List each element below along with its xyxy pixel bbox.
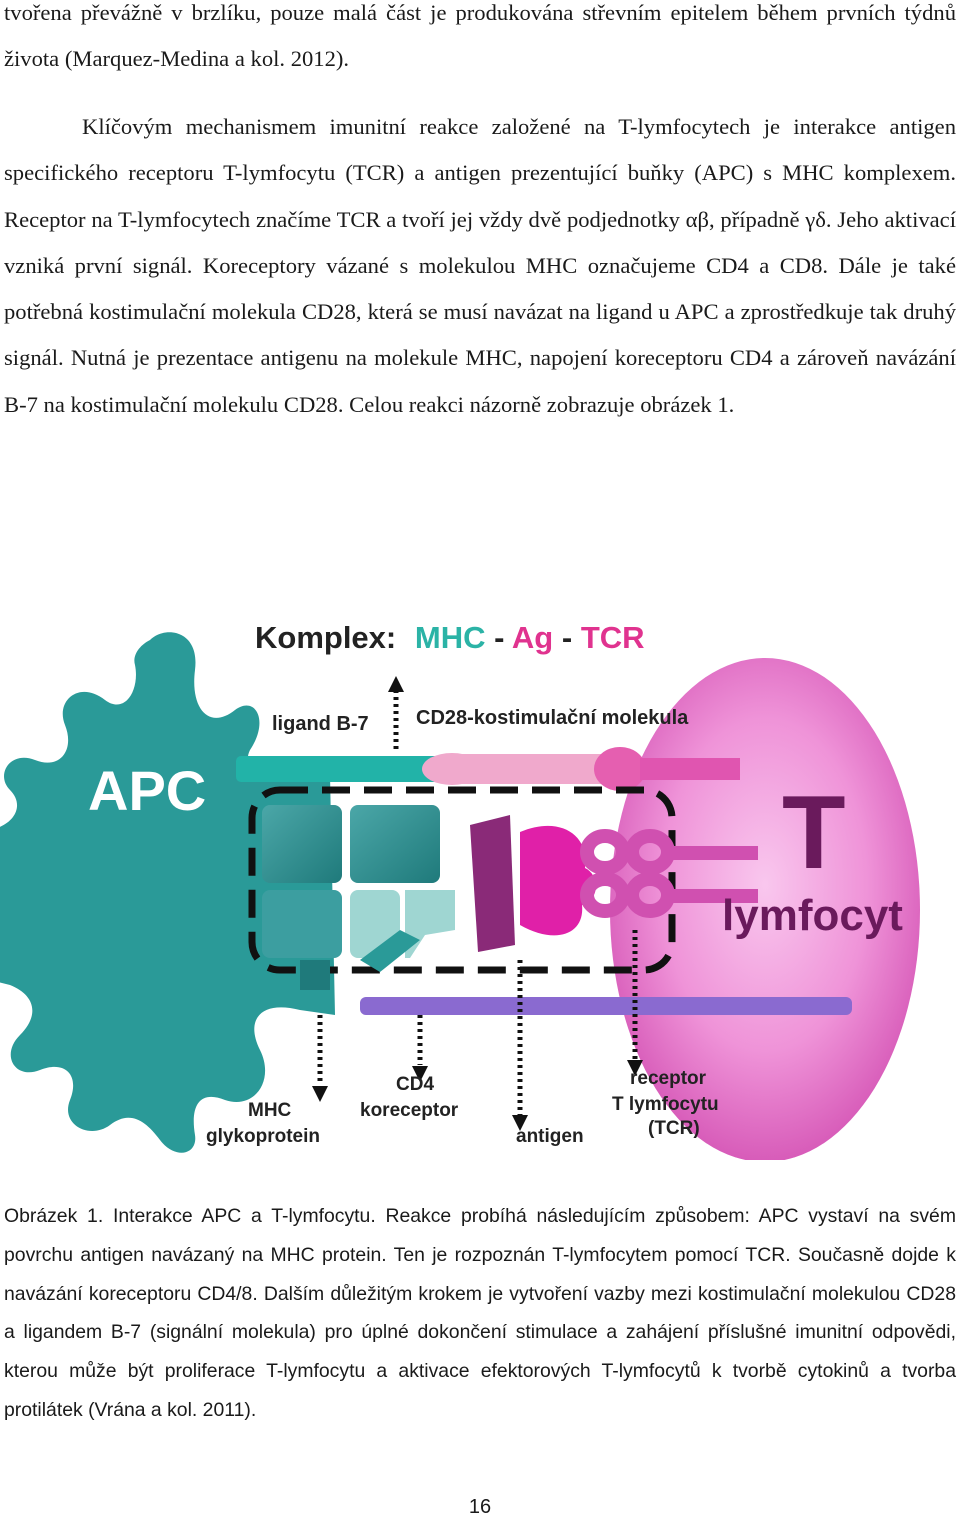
mhc-block-5 xyxy=(405,890,455,958)
mhc-block-2 xyxy=(350,805,440,883)
mhc-label-line-2: glykoprotein xyxy=(206,1126,320,1147)
cd28-connector xyxy=(640,758,740,780)
mhc-stem xyxy=(300,960,330,990)
cd28-stem xyxy=(452,754,622,784)
title-tcr: TCR xyxy=(581,620,645,655)
cd4-label-line-2: koreceptor xyxy=(360,1100,459,1121)
figure-caption: Obrázek 1. Interakce APC a T-lymfocytu. … xyxy=(4,1205,956,1421)
tcr-tail xyxy=(668,846,758,860)
title-prefix: Komplex: xyxy=(255,620,396,655)
title-mhc: MHC xyxy=(415,620,486,655)
ligand-label: ligand B-7 xyxy=(272,713,369,735)
t-lymphocyte-cell xyxy=(610,658,920,1160)
cd4-bar xyxy=(360,997,852,1015)
tcr-label-line-1: receptor xyxy=(630,1068,707,1089)
mhc-block-1 xyxy=(262,805,342,883)
figure-title: Komplex: MHC - Ag - TCR xyxy=(255,620,645,655)
title-dash-2: - xyxy=(562,620,572,655)
apc-cell xyxy=(0,632,335,1153)
lymfocyt-label: lymfocyt xyxy=(722,891,903,940)
t-label: T xyxy=(782,775,846,891)
tcr-head xyxy=(520,825,596,936)
title-ag: Ag xyxy=(512,620,553,655)
arrow-heads xyxy=(312,676,643,1131)
tcr-tail-2 xyxy=(668,889,758,903)
apc-label: APC xyxy=(88,759,206,822)
tcr-label-line-2: T lymfocytu xyxy=(612,1094,719,1115)
paragraph-mechanism: Klíčovým mechanismem imunitní reakce zal… xyxy=(4,114,956,417)
cd28-label: CD28-kostimulační molekula xyxy=(416,707,689,729)
mhc-label-line-1: MHC xyxy=(248,1100,292,1121)
cd4-label-line-1: CD4 xyxy=(396,1074,434,1095)
complex-dashed-outline xyxy=(248,786,676,974)
cd28-bar xyxy=(236,756,476,782)
tcr-label-line-3: (TCR) xyxy=(648,1118,700,1139)
paragraph-continued: tvořena převážně v brzlíku, pouze malá č… xyxy=(4,0,956,72)
figure-mhc-ag-tcr-complex: APC Komplex: xyxy=(0,620,920,1160)
cd28-head-right xyxy=(594,747,646,791)
mhc-stem-diagonal xyxy=(360,930,420,972)
antigen-label: antigen xyxy=(516,1126,584,1147)
mhc-block-3 xyxy=(262,890,342,958)
pointer-arrows xyxy=(317,690,638,1115)
antigen-shape xyxy=(470,815,515,952)
page-number: 16 xyxy=(468,1496,492,1518)
title-dash-1: - xyxy=(494,620,504,655)
